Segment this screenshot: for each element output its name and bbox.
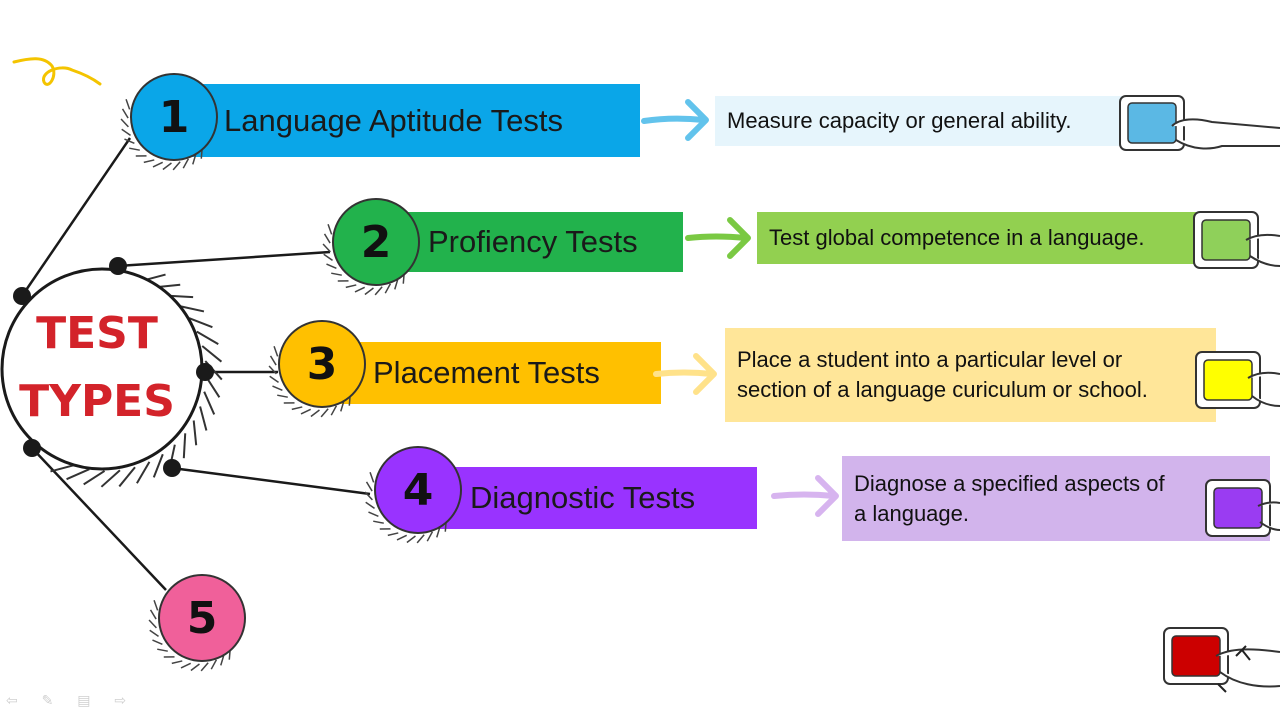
hatch-stroke xyxy=(179,305,205,313)
item-3-number-circle: 3 xyxy=(278,320,366,408)
hatch-stroke xyxy=(196,330,219,345)
item-1-description-box: Measure capacity or general ability. xyxy=(715,96,1125,146)
swirl-doodle-icon xyxy=(12,57,102,86)
hatch-stroke xyxy=(136,461,151,484)
item-3-title: Placement Tests xyxy=(373,355,600,390)
item-5-number: 5 xyxy=(186,592,218,644)
item-4-number: 4 xyxy=(402,464,434,516)
hub-dot xyxy=(13,287,31,305)
item-4-title: Diagnostic Tests xyxy=(470,480,696,515)
connector-line-4 xyxy=(171,466,371,496)
item-4-description-box: Diagnose a specified aspects of a langua… xyxy=(842,456,1270,541)
hatch-stroke xyxy=(201,345,223,363)
item-2-description: Test global competence in a language. xyxy=(769,225,1145,250)
hatch-stroke xyxy=(182,433,187,459)
item-4-band: Diagnostic Tests xyxy=(418,467,757,529)
item-3-description: Place a student into a particular level … xyxy=(737,347,1148,402)
hub-dot xyxy=(109,257,127,275)
item-3-number: 3 xyxy=(306,338,338,390)
slide-nav-icon[interactable]: ⇦ ✎ ▤ ⇨ xyxy=(6,692,137,708)
connector-line-1 xyxy=(20,137,132,297)
hatch-stroke xyxy=(203,391,216,415)
item-3-description-box: Place a student into a particular level … xyxy=(725,328,1216,422)
item-2-description-box: Test global competence in a language. xyxy=(757,212,1202,264)
hub-title-line-1: TEST xyxy=(36,308,158,359)
hatch-stroke xyxy=(152,453,164,478)
item-1-number: 1 xyxy=(158,91,190,143)
item-2-number: 2 xyxy=(360,216,392,268)
hatch-stroke xyxy=(66,468,90,481)
item-2-number-circle: 2 xyxy=(332,198,420,286)
hatch-stroke xyxy=(83,470,106,486)
hatch-stroke xyxy=(199,406,208,431)
hub-title-line-2: TYPES xyxy=(19,376,175,427)
item-1-description: Measure capacity or general ability. xyxy=(727,108,1072,133)
hub-circle xyxy=(0,257,223,488)
item-4-description: Diagnose a specified aspects of a langua… xyxy=(854,470,1165,526)
item-1-number-circle: 1 xyxy=(130,73,218,161)
hub-title: TEST TYPES xyxy=(12,300,182,436)
item-5-number-circle: 5 xyxy=(158,574,246,662)
hatch-stroke xyxy=(192,420,198,446)
hatch-stroke xyxy=(188,317,213,329)
item-4-number-circle: 4 xyxy=(374,446,462,534)
hub-dot xyxy=(163,459,181,477)
hub-dot xyxy=(23,439,41,457)
hatch-stroke xyxy=(100,469,121,488)
item-2-band: Profiency Tests xyxy=(372,212,683,272)
connector-line-5 xyxy=(31,447,167,591)
item-2-title: Profiency Tests xyxy=(428,224,638,259)
item-1-title: Language Aptitude Tests xyxy=(224,102,563,138)
hatch-stroke xyxy=(118,466,136,488)
item-3-band: Placement Tests xyxy=(318,342,661,404)
hatch-stroke xyxy=(50,464,75,473)
connector-line-2 xyxy=(117,250,331,268)
item-1-band: Language Aptitude Tests xyxy=(172,84,640,157)
hub-dot xyxy=(196,363,214,381)
